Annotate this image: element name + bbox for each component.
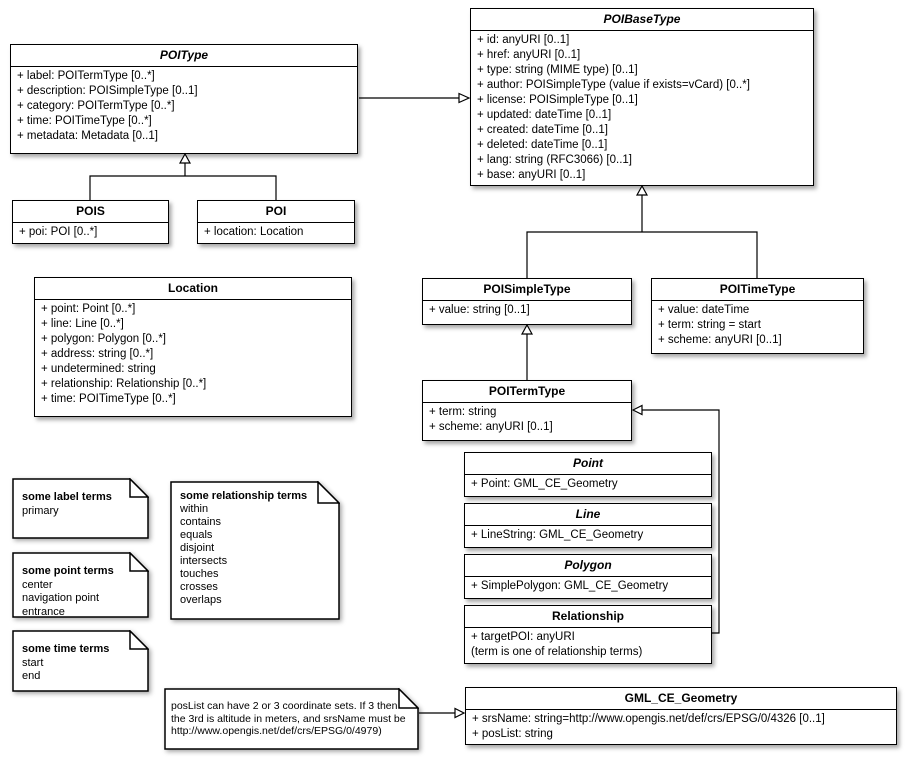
class-attributes: + location: Location	[204, 226, 304, 238]
class-title: POIS	[13, 201, 168, 223]
class-attributes: + LineString: GML_CE_Geometry	[471, 529, 644, 541]
class-poitermtype: POITermType + term: string + scheme: any…	[422, 380, 632, 441]
class-title: Point	[465, 453, 711, 475]
class-title: POISimpleType	[423, 279, 631, 301]
note-text: posList can have 2 or 3 coordinate sets.…	[171, 700, 406, 737]
class-title: POITimeType	[652, 279, 863, 301]
note-lines: start end	[22, 656, 44, 683]
note-title: some label terms	[22, 491, 112, 503]
note-shape-icon	[12, 630, 149, 692]
note-shape-icon	[12, 552, 149, 618]
class-attributes: + value: string [0..1]	[429, 304, 530, 316]
note-lines: primary	[22, 504, 59, 517]
class-attributes: + term: string + scheme: anyURI [0..1]	[429, 406, 553, 433]
note-lines: within contains equals disjoint intersec…	[180, 503, 228, 606]
class-poitype: POIType + label: POITermType [0..*] + de…	[10, 44, 358, 154]
note-shape-icon	[164, 688, 419, 750]
note-label-terms: some label terms primary	[12, 478, 149, 539]
note-lines: center navigation point entrance	[22, 578, 100, 618]
arrow-poslist-note-to-gml	[419, 707, 466, 719]
note-relationship-terms: some relationship terms within contains …	[170, 481, 340, 620]
class-polygon: Polygon + SimplePolygon: GML_CE_Geometry	[464, 554, 712, 599]
class-point: Point + Point: GML_CE_Geometry	[464, 452, 712, 497]
class-attributes: + point: Point [0..*] + line: Line [0..*…	[41, 303, 207, 405]
generalization-poitype-to-poibasetype	[359, 92, 471, 104]
class-title: GML_CE_Geometry	[466, 688, 896, 710]
class-gml-ce-geometry: GML_CE_Geometry + srsName: string=http:/…	[465, 687, 897, 745]
class-title: Line	[465, 504, 711, 526]
generalization-poitermtype-to-poisimpletype	[520, 323, 534, 380]
class-title: POI	[198, 201, 354, 223]
note-shape-icon	[12, 478, 149, 539]
class-poisimpletype: POISimpleType + value: string [0..1]	[422, 278, 632, 325]
class-attributes: + label: POITermType [0..*] + descriptio…	[17, 70, 198, 142]
class-line: Line + LineString: GML_CE_Geometry	[464, 503, 712, 548]
class-attributes: + targetPOI: anyURI (term is one of rela…	[471, 631, 643, 658]
class-poi: POI + location: Location	[197, 200, 355, 244]
class-title: Polygon	[465, 555, 711, 577]
class-attributes: + value: dateTime + term: string = start…	[658, 304, 782, 346]
note-time-terms: some time terms start end	[12, 630, 149, 692]
note-title: some point terms	[22, 565, 114, 577]
class-pois: POIS + poi: POI [0..*]	[12, 200, 169, 244]
class-title: POITermType	[423, 381, 631, 403]
generalization-pois-poi-to-poitype	[89, 152, 277, 200]
note-poslist: posList can have 2 or 3 coordinate sets.…	[164, 688, 419, 750]
class-poitimetype: POITimeType + value: dateTime + term: st…	[651, 278, 864, 354]
class-title: Relationship	[465, 606, 711, 628]
note-point-terms: some point terms center navigation point…	[12, 552, 149, 618]
class-attributes: + SimplePolygon: GML_CE_Geometry	[471, 580, 669, 592]
note-title: some relationship terms	[180, 490, 308, 502]
class-title: Location	[35, 278, 351, 300]
generalization-simpletype-timetype-to-poibasetype	[526, 184, 758, 278]
class-attributes: + id: anyURI [0..1] + href: anyURI [0..1…	[477, 34, 750, 181]
class-relationship: Relationship + targetPOI: anyURI (term i…	[464, 605, 712, 664]
class-poibasetype: POIBaseType + id: anyURI [0..1] + href: …	[470, 8, 814, 186]
class-attributes: + Point: GML_CE_Geometry	[471, 478, 618, 490]
class-attributes: + poi: POI [0..*]	[19, 226, 98, 238]
class-location: Location + point: Point [0..*] + line: L…	[34, 277, 352, 417]
class-attributes: + srsName: string=http://www.opengis.net…	[472, 713, 825, 740]
class-title: POIType	[11, 45, 357, 67]
note-title: some time terms	[22, 643, 110, 655]
class-title: POIBaseType	[471, 9, 813, 31]
note-shape-icon	[170, 481, 340, 620]
